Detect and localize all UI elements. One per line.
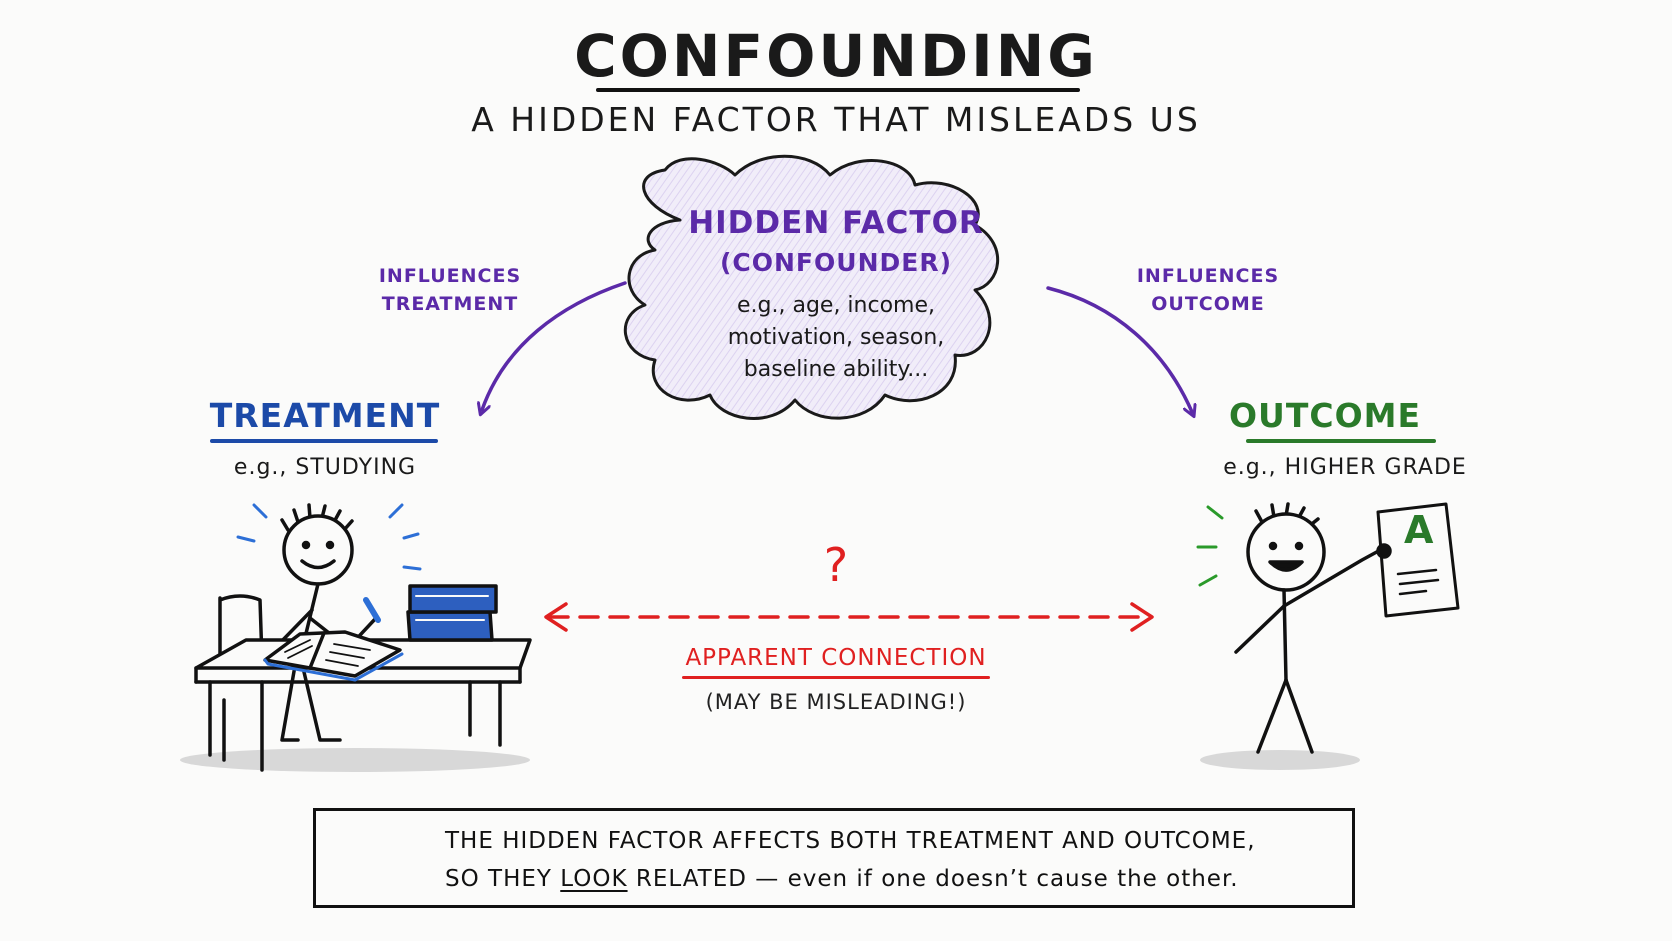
outcome-underline — [1246, 439, 1436, 443]
outcome-example: e.g., HIGHER GRADE — [1223, 455, 1467, 480]
confounder-cloud — [623, 154, 1000, 420]
callout-emphasis-look: LOOK — [560, 866, 628, 892]
callout-line-2-end: RELATED — even if one doesn’t cause the … — [627, 866, 1239, 892]
treatment-title: TREATMENT — [209, 396, 441, 435]
grade-letter: A — [1404, 508, 1434, 552]
influences-target: TREATMENT — [381, 293, 519, 315]
influences-target: OUTCOME — [1151, 293, 1265, 315]
confounder-example-line: motivation, season, — [727, 325, 945, 350]
graduate-figure — [1196, 502, 1460, 770]
page-subtitle: A HIDDEN FACTOR THAT MISLEADS US — [471, 100, 1201, 139]
studying-figure — [180, 503, 532, 772]
confounder-example-line: e.g., age, income, — [736, 293, 935, 318]
callout-text: THE HIDDEN FACTOR AFFECTS BOTH TREATMENT… — [445, 822, 1345, 898]
influences-treatment-label: INFLUENCES TREATMENT — [360, 262, 540, 318]
confounder-subtitle: (CONFOUNDER) — [719, 248, 952, 277]
influences-word: INFLUENCES — [1136, 265, 1280, 287]
callout-line-1: THE HIDDEN FACTOR AFFECTS BOTH TREATMENT… — [445, 828, 1256, 854]
apparent-connection-underline — [682, 676, 990, 679]
apparent-connection-arrow — [544, 602, 1154, 632]
arrow-to-outcome — [1046, 286, 1192, 412]
confounder-title: HIDDEN FACTOR — [688, 205, 984, 241]
callout-line-2-start: SO THEY — [445, 866, 561, 892]
question-mark: ? — [823, 538, 849, 592]
confounder-example-line: baseline ability... — [743, 357, 929, 382]
apparent-connection-note: (MAY BE MISLEADING!) — [705, 690, 967, 714]
apparent-connection-label: APPARENT CONNECTION — [685, 645, 987, 671]
callout-line-2: SO THEY LOOK RELATED — even if one doesn… — [445, 860, 1345, 898]
treatment-example: e.g., STUDYING — [233, 455, 417, 480]
callout-box — [313, 808, 1355, 908]
confounder-examples: e.g., age, income, motivation, season, b… — [660, 290, 1012, 386]
outcome-title: OUTCOME — [1228, 396, 1421, 435]
title-underline — [596, 88, 1080, 92]
arrow-to-treatment — [482, 281, 627, 410]
influences-word: INFLUENCES — [378, 265, 522, 287]
page-title: CONFOUNDING — [574, 22, 1098, 90]
treatment-underline — [210, 439, 438, 443]
influences-outcome-label: INFLUENCES OUTCOME — [1118, 262, 1298, 318]
